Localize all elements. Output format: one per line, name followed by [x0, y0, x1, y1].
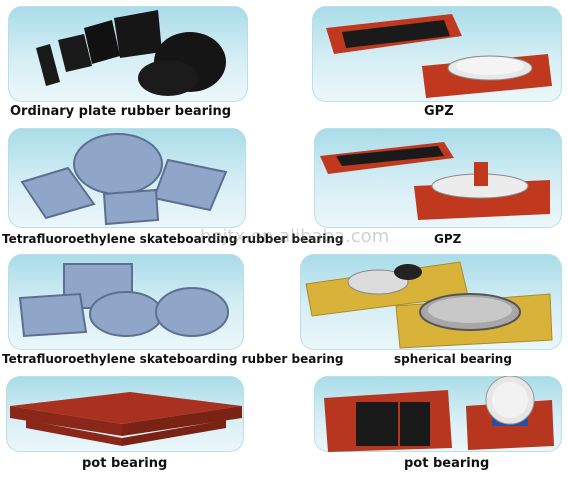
caption-pot-bearing-2: pot bearing: [404, 456, 490, 471]
tile-gpz-1: [312, 6, 562, 102]
tile-ordinary-plate-rubber-bearing: [8, 6, 248, 102]
ptfe-rubber-bearing-image-1: [20, 133, 228, 226]
gpz-bearing-image-1: [326, 14, 552, 98]
watermark-text: hejtx.en.alibaba.com: [200, 226, 390, 247]
caption-ptfe-rubber-bearing-1: Tetrafluoroethylene skateboarding rubber…: [2, 232, 344, 246]
pot-bearing-image-2: [324, 376, 554, 452]
caption-gpz-1: GPZ: [424, 104, 454, 119]
caption-ptfe-rubber-bearing-2: Tetrafluoroethylene skateboarding rubber…: [2, 352, 344, 366]
tile-pot-bearing-1: [6, 376, 244, 452]
ordinary-rubber-pads-image: [36, 10, 226, 96]
caption-ordinary-plate-rubber-bearing: Ordinary plate rubber bearing: [10, 104, 232, 119]
tile-ptfe-rubber-bearing-1: [8, 128, 246, 228]
ptfe-rubber-bearing-image-2: [18, 263, 229, 338]
tile-ptfe-rubber-bearing-2: [8, 254, 244, 350]
gpz-bearing-image-2: [320, 142, 550, 220]
tile-gpz-2: [314, 128, 562, 228]
pot-bearing-image-1: [10, 392, 242, 446]
tile-pot-bearing-2: [314, 376, 562, 452]
caption-pot-bearing-1: pot bearing: [82, 456, 168, 471]
caption-gpz-2: GPZ: [434, 232, 462, 246]
caption-spherical-bearing: spherical bearing: [394, 352, 512, 366]
tile-spherical-bearing: [300, 254, 562, 350]
spherical-bearing-image: [305, 261, 553, 349]
